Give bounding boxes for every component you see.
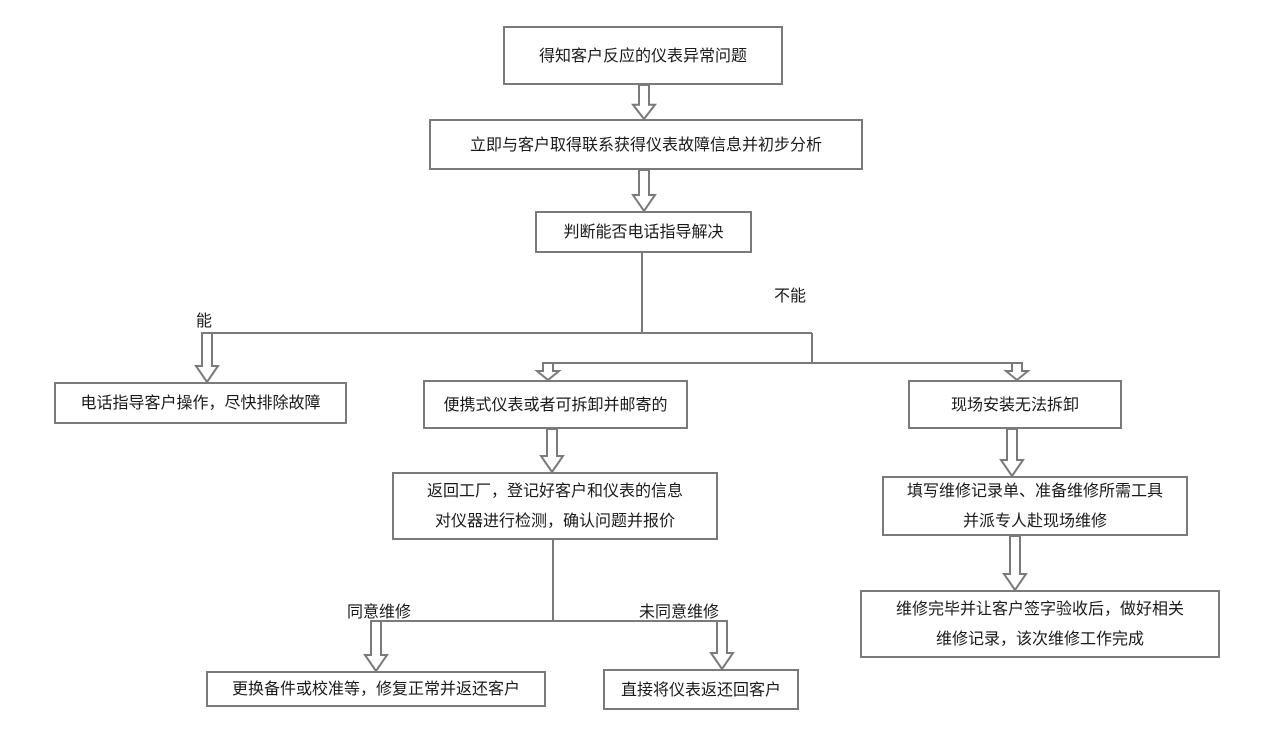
node-phone-decision: 判断能否电话指导解决	[535, 211, 752, 253]
edge-label-disagree: 未同意维修	[639, 602, 720, 621]
node-text-line-1: 返回工厂，登记好客户和仪表的信息	[426, 481, 683, 500]
node-text: 现场安装无法拆卸	[950, 394, 1079, 414]
arrow-to-portable	[534, 362, 562, 382]
node-text: 更换备件或校准等，修复正常并返还客户	[231, 679, 520, 698]
node-text: 立即与客户取得联系获得仪表故障信息并初步分析	[469, 134, 822, 154]
node-text: 电话指导客户操作，尽快排除故障	[80, 393, 321, 412]
edge-label-can: 能	[196, 311, 213, 330]
node-receive-report: 得知客户反应的仪表异常问题	[503, 26, 783, 85]
arrow-can-to-phone-guidance	[194, 332, 220, 384]
node-portable-meter: 便携式仪表或者可拆卸并邮寄的	[423, 380, 688, 429]
node-factory-inspection: 返回工厂，登记好客户和仪表的信息 对仪器进行检测，确认问题并报价	[392, 472, 718, 540]
edge-label-cannot: 不能	[774, 286, 807, 305]
node-dispatch-repair: 填写维修记录单、准备维修所需工具 并派专人赴现场维修	[882, 476, 1188, 536]
node-text: 直接将仪表返还回客户	[620, 679, 781, 699]
node-text-line-2: 并派专人赴现场维修	[962, 511, 1107, 530]
node-return-directly: 直接将仪表返还回客户	[603, 669, 799, 710]
node-onsite-fixed: 现场安装无法拆卸	[908, 380, 1122, 429]
node-text-line-1: 填写维修记录单、准备维修所需工具	[906, 481, 1163, 500]
node-text: 便携式仪表或者可拆卸并邮寄的	[443, 394, 668, 414]
node-text-line-2: 对仪器进行检测，确认问题并报价	[434, 511, 675, 530]
arrow-to-onsite	[1003, 362, 1031, 382]
arrow-portable-to-factory	[539, 428, 565, 474]
node-text: 判断能否电话指导解决	[563, 222, 724, 241]
node-phone-guidance: 电话指导客户操作，尽快排除故障	[54, 382, 347, 424]
node-text-line-1: 维修完毕并让客户签字验收后，做好相关	[895, 599, 1184, 618]
arrow-disagree-to-return	[709, 620, 735, 671]
edge-label-agree: 同意维修	[347, 602, 412, 621]
node-contact-customer: 立即与客户取得联系获得仪表故障信息并初步分析	[429, 119, 863, 170]
arrow-onsite-to-dispatch	[999, 428, 1025, 478]
arrow-dispatch-to-complete	[1002, 535, 1028, 592]
arrow-n1-to-n2	[630, 84, 658, 121]
node-text: 得知客户反应的仪表异常问题	[538, 45, 747, 65]
node-repair-complete: 维修完毕并让客户签字验收后，做好相关 维修记录，该次维修工作完成	[860, 590, 1220, 658]
node-text-line-2: 维修记录，该次维修工作完成	[935, 629, 1144, 648]
node-replace-parts: 更换备件或校准等，修复正常并返还客户	[206, 671, 546, 707]
arrow-agree-to-replace	[363, 620, 389, 673]
arrow-n2-to-n3	[631, 169, 657, 213]
